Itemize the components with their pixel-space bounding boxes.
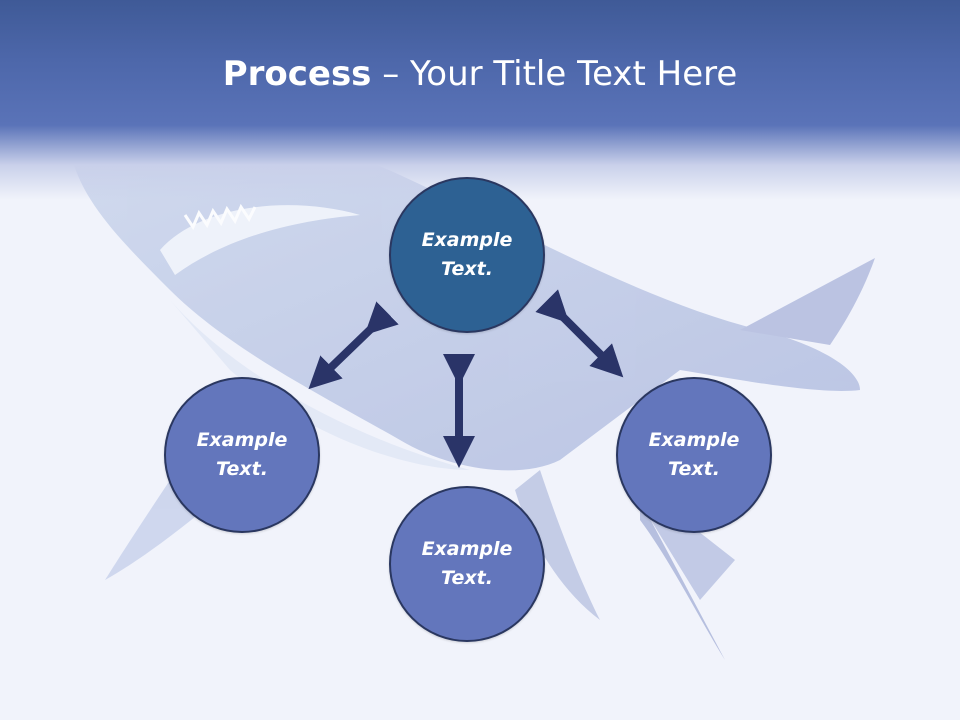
title-bold-part: Process xyxy=(222,54,372,94)
process-node-bottom[interactable]: Example Text. xyxy=(389,486,545,642)
title-rest-part: – Your Title Text Here xyxy=(371,54,738,94)
process-node-right-label: Example Text. xyxy=(648,429,740,480)
process-node-top[interactable]: Example Text. xyxy=(389,177,545,333)
process-node-left[interactable]: Example Text. xyxy=(164,377,320,533)
process-node-top-label: Example Text. xyxy=(421,229,513,280)
slide-title: Process – Your Title Text Here xyxy=(0,52,960,96)
process-node-left-label: Example Text. xyxy=(196,429,288,480)
arrow-top-left xyxy=(308,301,399,390)
arrow-top-right xyxy=(535,289,624,378)
header-band xyxy=(0,0,960,200)
process-node-bottom-label: Example Text. xyxy=(421,538,513,589)
process-node-right[interactable]: Example Text. xyxy=(616,377,772,533)
